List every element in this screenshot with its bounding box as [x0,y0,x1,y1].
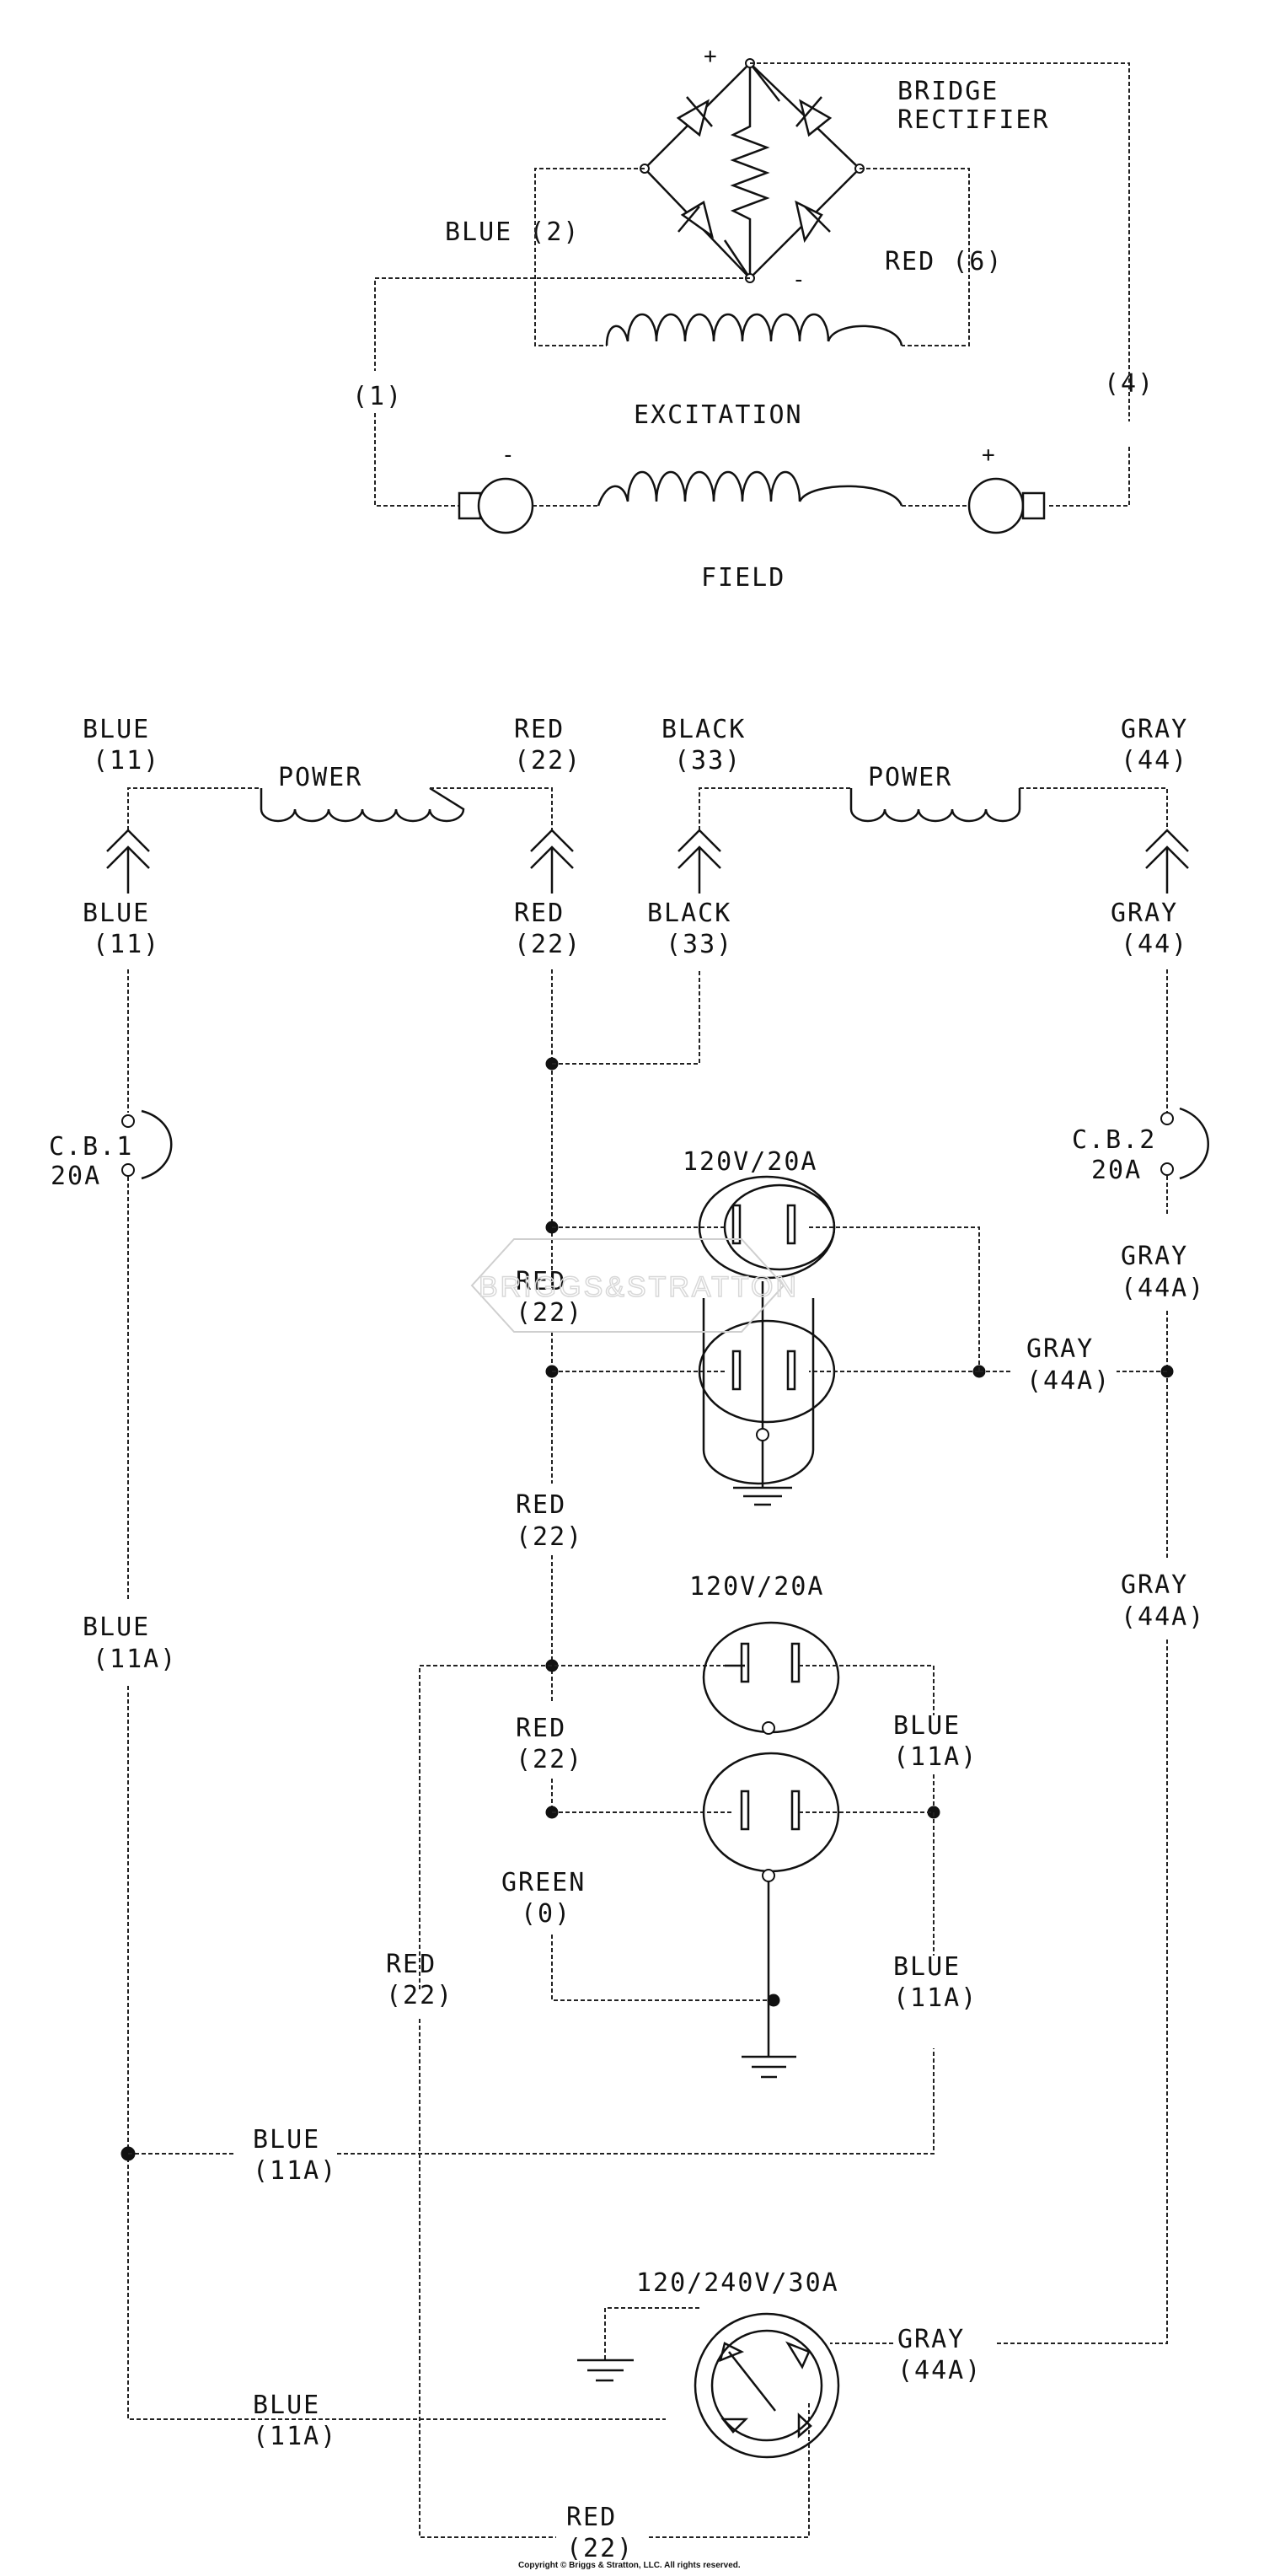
connector-icon [530,829,574,894]
gray-44-top-code: (44) [1121,746,1188,775]
power-coil-icon [260,786,465,823]
duplex-outlet-2: 120V/20A [689,1572,840,2079]
excitation-coil: EXCITATION [605,313,903,430]
rectifier-title-2: RECTIFIER [897,105,1050,135]
twist-lock-icon [694,2312,840,2459]
power-label-left: POWER [278,763,362,792]
red-22-e-code: (22) [566,2534,634,2563]
connector-icons [106,829,1189,894]
gray-44a-c: GRAY [1121,1570,1188,1600]
resistor-icon [730,63,770,278]
red-22-bottom-code: (22) [514,930,581,959]
cb1-rating: 20A [51,1162,101,1191]
blue-11-bottom-code: (11) [93,930,160,959]
red-22-bottom: RED [514,899,565,928]
blue-11a-c: BLUE [893,1952,961,1982]
field-plus: + [982,443,995,468]
blue-11a-bottom-code: (11A) [253,2422,337,2451]
blue-11a-b: BLUE [893,1711,961,1741]
black-33-top: BLACK [661,715,746,744]
field-minus: - [501,443,515,468]
field-coil-icon [597,470,903,507]
red-22-b: RED [516,1490,566,1520]
excitation-coil-icon [605,313,903,346]
outlet1-rating: 120V/20A [683,1147,818,1177]
cb1-label: C.B.1 [49,1132,133,1162]
blue-2-label: BLUE (2) [445,217,581,247]
gray-44-bottom: GRAY [1111,899,1178,928]
blue-11a-left: BLUE [83,1613,150,1642]
twist-lock-receptacle: 120/240V/30A [636,2268,840,2459]
blue-11a-b-code: (11A) [893,1742,977,1772]
watermark-text: BRIGGS&STRATTON [479,1271,799,1303]
black-33-bottom: BLACK [647,899,731,928]
circuit-breaker-2: C.B.2 20A [1072,1107,1209,1185]
power-winding-right: BLACK (33) GRAY (44) POWER BLACK (33) GR… [647,715,1188,959]
rectifier-minus: - [792,267,806,292]
gray-44a-d: GRAY [897,2325,965,2354]
rectifier-title-1: BRIDGE [897,77,999,106]
cb2-label: C.B.2 [1072,1125,1156,1155]
watermark: BRIGGS&STRATTON [470,1238,799,1333]
green-0: GREEN [501,1868,586,1897]
black-33-bottom-code: (33) [666,930,733,959]
gray-44a-d-code: (44A) [897,2356,982,2385]
receptacle-icon [702,1621,840,1734]
bridge-rectifier: + - BRIDGE RECTIFIER BLUE (2) RED (6) (1… [352,44,1153,411]
red-22-c: RED [516,1714,566,1743]
red-22-d: RED [386,1950,437,1979]
red-22-a-code: (22) [516,1298,583,1328]
red-22-b-code: (22) [516,1522,583,1552]
power-coil-icon [849,788,1021,823]
gray-44a-a: GRAY [1121,1242,1188,1271]
connector-icon [106,829,150,894]
gray-44a-b-code: (44A) [1026,1366,1111,1396]
blue-11-top-code: (11) [93,746,160,775]
red-22-a: RED [516,1267,566,1296]
brush-icon [477,477,534,534]
red-22-top-code: (22) [514,746,581,775]
breaker-icon [141,1109,173,1180]
rectifier-plus: + [704,44,717,69]
copyright-text: Copyright © Briggs & Stratton, LLC. All … [518,2561,741,2570]
diode-icon [799,99,833,137]
blue-11a-c-code: (11A) [893,1983,977,2013]
gray-44a-b: GRAY [1026,1334,1094,1364]
green-0-code: (0) [521,1899,571,1929]
field-label: FIELD [701,563,785,593]
circuit-breaker-1: C.B.1 20A [49,1109,173,1191]
blue-11a-mid-code: (11A) [253,2156,337,2186]
breaker-icon [1179,1107,1209,1180]
outlet2-rating: 120V/20A [689,1572,825,1602]
gray-44a-a-code: (44A) [1121,1274,1205,1303]
blue-11-bottom: BLUE [83,899,150,928]
black-33-top-code: (33) [674,746,742,775]
blue-11-top: BLUE [83,715,150,744]
excitation-label: EXCITATION [634,400,803,430]
diode-icon [795,200,823,244]
blue-11a-bottom: BLUE [253,2391,320,2420]
connector-icon [1145,829,1189,894]
power-winding-left: BLUE (11) RED (22) POWER BLUE (11) RED (… [83,715,581,959]
diode-icon [680,201,715,239]
power-label-right: POWER [868,763,952,792]
red-22-c-code: (22) [516,1745,583,1774]
lead-1-label: (1) [352,382,403,411]
field-coil: - + FIELD [458,443,1046,593]
gray-44-top: GRAY [1121,715,1188,744]
red-22-top: RED [514,715,565,744]
brush-icon [967,477,1025,534]
duplex-outlet-1: 120V/20A [683,1147,836,1506]
red-22-d-code: (22) [386,1981,453,2010]
red-22-e: RED [566,2503,617,2532]
connector-icon [678,829,721,894]
blue-11a-mid: BLUE [253,2125,320,2155]
red-6-label: RED (6) [885,247,1003,276]
blue-11a-left-code: (11A) [93,1645,177,1674]
twistlock-rating: 120/240V/30A [636,2268,839,2298]
gray-44a-c-code: (44A) [1121,1602,1205,1632]
gray-44-bottom-code: (44) [1121,930,1188,959]
cb2-rating: 20A [1091,1156,1142,1185]
